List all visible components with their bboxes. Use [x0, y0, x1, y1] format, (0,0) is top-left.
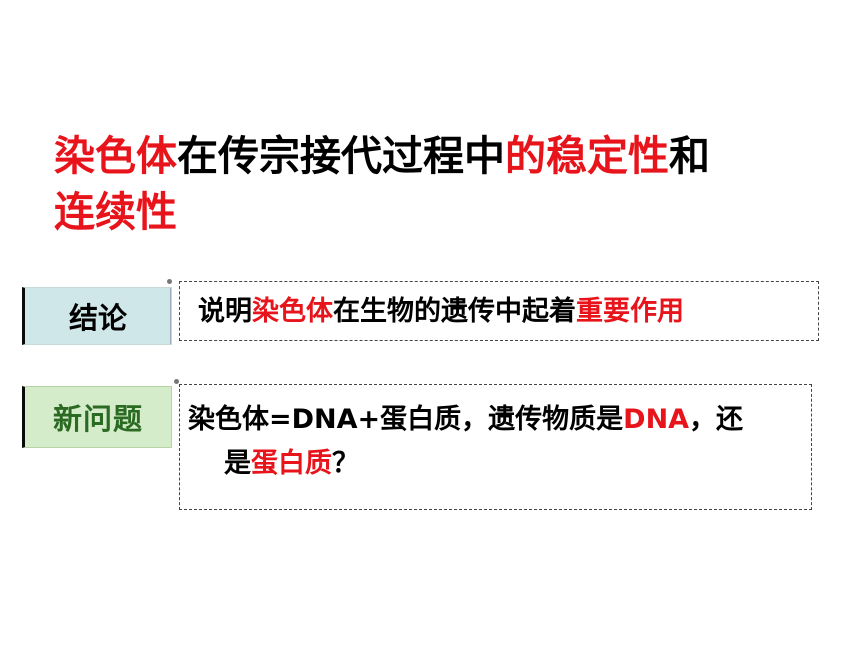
question-box: [179, 384, 812, 510]
title-during-reproduction: 在传宗接代过程中: [177, 132, 505, 180]
conclusion-text: 说明染色体在生物的遗传中起着重要作用: [198, 292, 818, 332]
conclusion-label: 结论: [22, 287, 172, 345]
question-mark: ？: [332, 448, 359, 479]
connector-dot: [167, 279, 172, 284]
question-protein: 蛋白质: [251, 448, 332, 479]
slide-title: 染色体在传宗接代过程中的稳定性和连续性: [54, 128, 844, 240]
connector-dot: [174, 379, 179, 384]
conclusion-text-important-role: 重要作用: [576, 296, 684, 327]
title-stability: 的稳定性: [505, 132, 669, 180]
question-line1-1: 染色体=DNA+蛋白质，遗传物质是: [188, 404, 624, 435]
title-chromosome: 染色体: [54, 132, 177, 180]
question-line2-1: 是: [224, 448, 251, 479]
question-line2: 是蛋白质？: [188, 442, 798, 486]
title-continuity: 连续性: [54, 188, 177, 236]
question-label: 新问题: [22, 386, 172, 448]
conclusion-text-3: 在生物的遗传中起着: [333, 296, 576, 327]
conclusion-text-1: 说明: [198, 296, 252, 327]
title-and: 和: [669, 132, 710, 180]
question-line1-3: ，还: [689, 404, 744, 435]
question-text: 染色体=DNA+蛋白质，遗传物质是DNA，还 是蛋白质？: [188, 398, 798, 486]
question-dna: DNA: [623, 404, 690, 435]
conclusion-box: [179, 281, 819, 341]
conclusion-text-chromosome: 染色体: [252, 296, 333, 327]
